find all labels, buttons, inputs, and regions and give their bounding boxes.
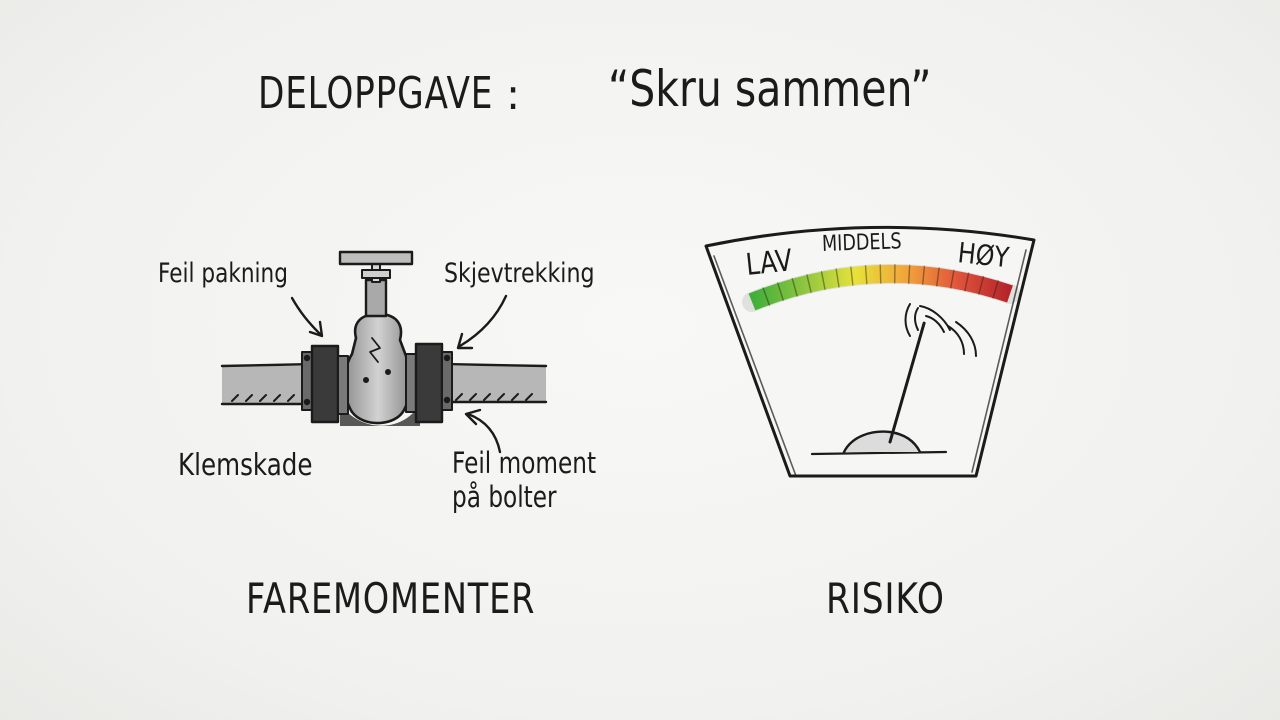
- gauge-pivot-dome: [842, 430, 922, 454]
- heading-task-quote: “Skru sammen”: [608, 60, 932, 118]
- hazard-label-klemskade: Klemskade: [178, 448, 313, 483]
- section-title-risiko: RISIKO: [826, 574, 945, 623]
- risk-scale-tick: [777, 282, 784, 301]
- risk-scale-tick: [864, 265, 868, 285]
- risk-scale-tick: [950, 269, 955, 289]
- hazard-arrows: [290, 294, 508, 454]
- handwheel: [338, 250, 414, 266]
- risk-scale-tick: [964, 272, 970, 292]
- risk-scale-band: [748, 264, 1013, 311]
- vibration-marks-icon: [904, 303, 977, 357]
- risk-scale-tick: [992, 280, 999, 299]
- pipe-valve-drawing: [220, 250, 548, 426]
- arrow-skjevtrekking: [456, 294, 508, 350]
- hazard-label-pa-bolter: på bolter: [452, 480, 557, 514]
- heading-label: DELOPPGAVE: [258, 68, 494, 119]
- risk-scale-tick: [978, 275, 985, 295]
- risk-scale-tick: [908, 264, 911, 284]
- arrow-feil-pakning: [290, 296, 324, 338]
- valve-stem: [361, 261, 391, 318]
- hazard-label-skjevtrekking: Skjevtrekking: [444, 258, 595, 289]
- gauge-needle: [888, 321, 926, 444]
- gauge-label-middle: MIDDELS: [821, 229, 902, 257]
- risk-scale-tick: [879, 264, 882, 284]
- left-flange: [301, 344, 349, 424]
- risk-scale-tick: [850, 266, 854, 286]
- hazard-label-feil-moment: Feil moment: [452, 446, 597, 480]
- arrow-feil-moment: [464, 408, 502, 454]
- gauge-baseline: [810, 450, 948, 456]
- risk-gauge: [704, 225, 1036, 478]
- risk-scale-tick: [820, 270, 826, 291]
- risk-scale-bar: [742, 263, 1020, 312]
- risk-scale-tick: [791, 277, 798, 297]
- heading-colon: :: [506, 70, 521, 119]
- risk-scale-tick: [806, 274, 812, 294]
- risk-scale-tick: [936, 267, 940, 287]
- risk-scale-tick: [762, 287, 771, 306]
- risk-scale-tick: [835, 268, 840, 288]
- hazard-label-feil-pakning: Feil pakning: [158, 258, 288, 289]
- right-flange: [405, 342, 453, 424]
- section-title-faremomenter: FAREMOMENTER: [246, 574, 536, 623]
- gauge-label-low: LAV: [744, 243, 794, 283]
- gauge-label-high: HØY: [956, 236, 1011, 275]
- risk-scale-tick: [922, 265, 926, 285]
